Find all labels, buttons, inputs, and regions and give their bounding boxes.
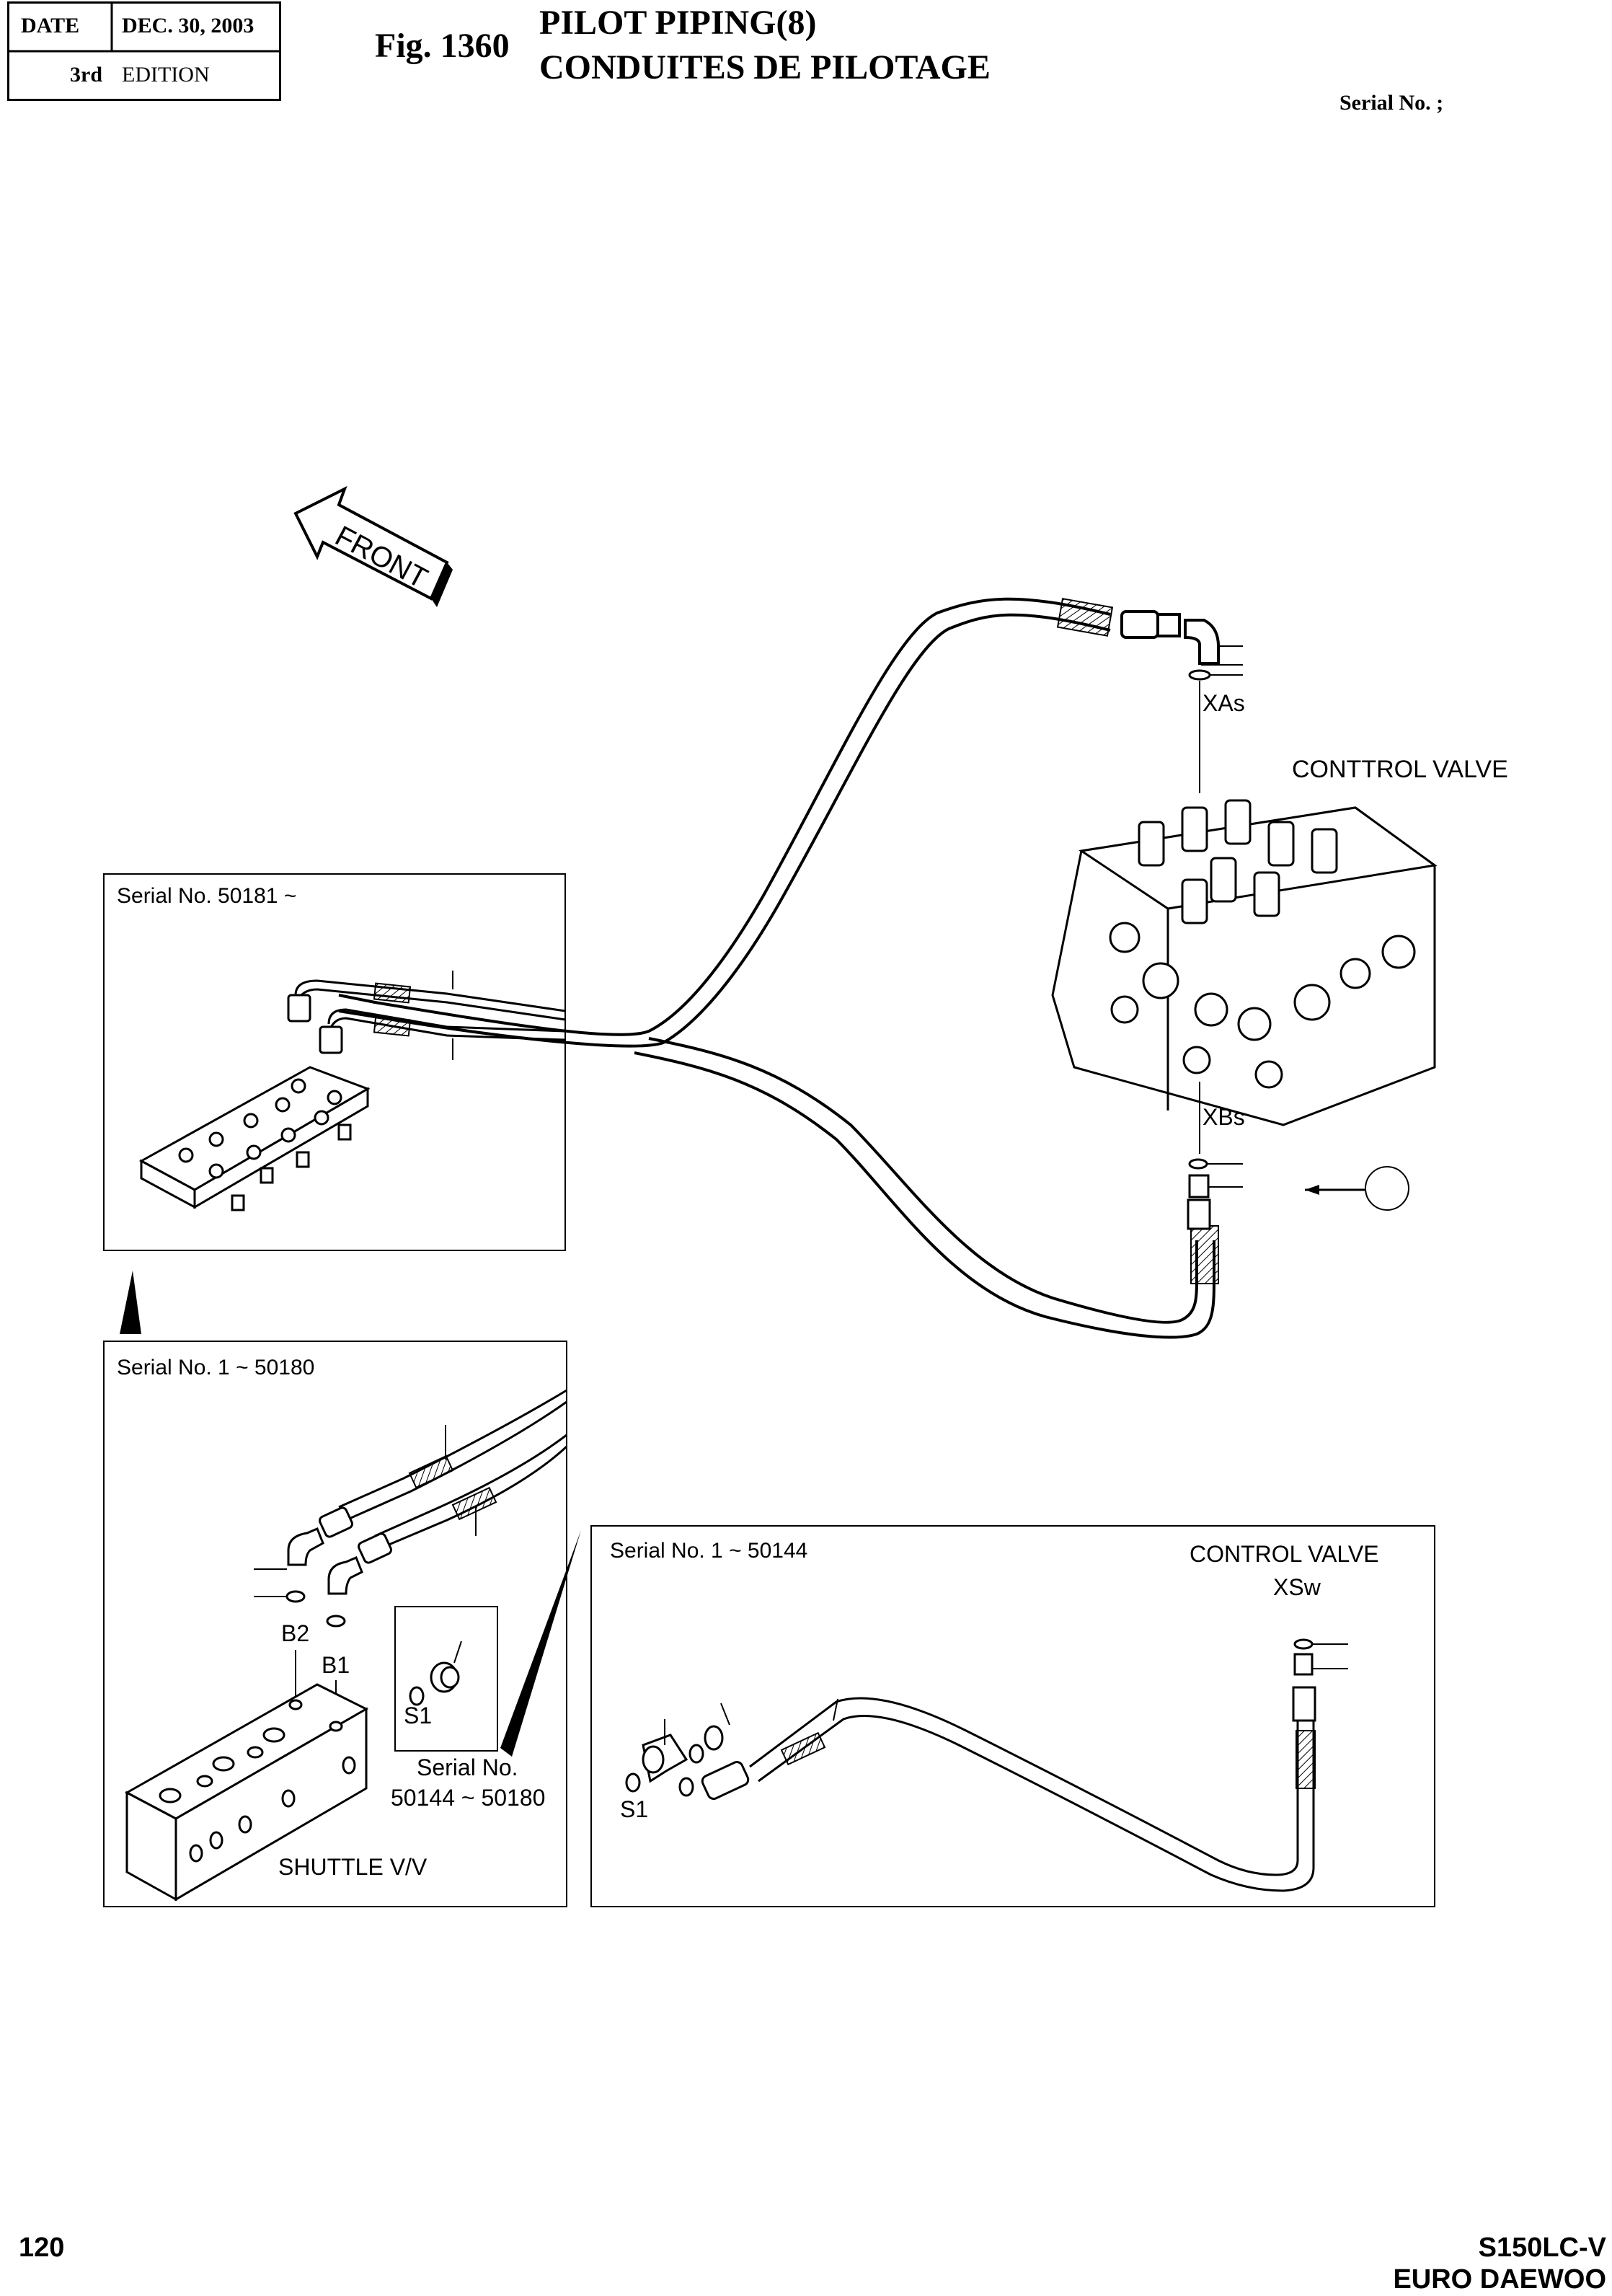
inset-upper-title: Serial No. 50181 ~ <box>117 884 296 908</box>
sub-inset-s1-label: S1 <box>404 1703 432 1728</box>
port-b2-label: B2 <box>281 1620 309 1646</box>
shuttle-valve-label: SHUTTLE V/V <box>278 1854 428 1880</box>
o-ring-icon <box>1293 1638 1314 1650</box>
inset-serial-1-50180 <box>103 1341 567 1907</box>
o-ring-icon <box>688 1744 704 1764</box>
front-arrow-icon <box>293 485 453 607</box>
hose-end-fitting <box>1292 1686 1316 1722</box>
o-ring-icon <box>1188 1158 1208 1170</box>
date-value: DEC. 30, 2003 <box>122 14 254 37</box>
shuttle-valve-block <box>124 1683 369 1902</box>
inset-connector-arrow-icon <box>120 1271 141 1334</box>
header-grid <box>9 4 279 53</box>
serial-number-label: Serial No. ; <box>1339 91 1444 115</box>
control-valve-block <box>1051 799 1438 1126</box>
inset-serial-1-50144 <box>590 1525 1435 1907</box>
page-number: 120 <box>19 2233 65 2263</box>
adapter-fitting <box>1293 1653 1314 1676</box>
o-ring-icon <box>625 1772 641 1793</box>
date-label: DATE <box>21 14 80 37</box>
model-name: S150LC-V <box>1478 2233 1606 2263</box>
hose-sleeve <box>451 1486 497 1521</box>
brand-name: EURO DAEWOO <box>1393 2264 1606 2295</box>
hose-sleeve <box>408 1454 454 1489</box>
inset-lower-right-control-valve: CONTROL VALVE <box>1190 1541 1379 1567</box>
port-xsw-label: XSw <box>1273 1574 1321 1600</box>
inset-lower-right-s1-label: S1 <box>620 1796 648 1822</box>
hose-sleeve <box>780 1731 826 1766</box>
header-info-box: DATE DEC. 30, 2003 3rd EDITION <box>7 1 281 101</box>
reference-circle <box>1365 1166 1409 1211</box>
inset-lower-right-title: Serial No. 1 ~ 50144 <box>610 1539 807 1563</box>
arrow-head-icon <box>1305 1185 1319 1195</box>
inset-lower-right-hose <box>749 1697 1315 1892</box>
title-english: PILOT PIPING(8) <box>539 4 817 42</box>
adapter-fitting <box>1188 1174 1210 1198</box>
inset-lower-left-title: Serial No. 1 ~ 50180 <box>117 1356 314 1379</box>
edition-label: EDITION <box>122 63 210 87</box>
elbow-fitting-top <box>1120 610 1220 665</box>
inset-connector-arrow-icon <box>500 1530 581 1757</box>
inset-upper-manifold <box>138 994 371 1211</box>
sub-inset-serial-line1: Serial No. <box>417 1754 518 1780</box>
o-ring-icon <box>1188 669 1211 681</box>
port-xas-label: XAs <box>1203 690 1245 716</box>
figure-number: Fig. 1360 <box>375 27 510 65</box>
plug-fitting <box>430 1661 460 1693</box>
o-ring-icon <box>285 1590 306 1603</box>
hose-sleeve <box>1056 598 1114 637</box>
sub-inset-s1 <box>394 1606 498 1752</box>
o-ring-icon <box>678 1777 694 1797</box>
hose-sleeve <box>1190 1225 1219 1284</box>
hose-sleeve <box>373 982 412 1004</box>
port-xbs-label: XBs <box>1203 1104 1245 1130</box>
hose-sleeve <box>1296 1730 1316 1789</box>
main-pilot-hose <box>338 597 1215 1339</box>
title-french: CONDUITES DE PILOTAGE <box>539 48 991 87</box>
inset-serial-50181 <box>103 873 566 1251</box>
hose-end-fitting <box>1187 1198 1211 1230</box>
inset-lower-left-fittings <box>287 1506 392 1595</box>
inset-lower-right-fittings <box>642 1725 750 1800</box>
edition-number: 3rd <box>70 63 102 87</box>
port-b1-label: B1 <box>322 1652 350 1678</box>
sub-inset-serial-line2: 50144 ~ 50180 <box>391 1785 545 1811</box>
o-ring-icon <box>326 1615 346 1628</box>
control-valve-label: CONTTROL VALVE <box>1292 756 1508 783</box>
o-ring-icon <box>409 1686 425 1706</box>
hose-sleeve <box>373 1015 412 1037</box>
